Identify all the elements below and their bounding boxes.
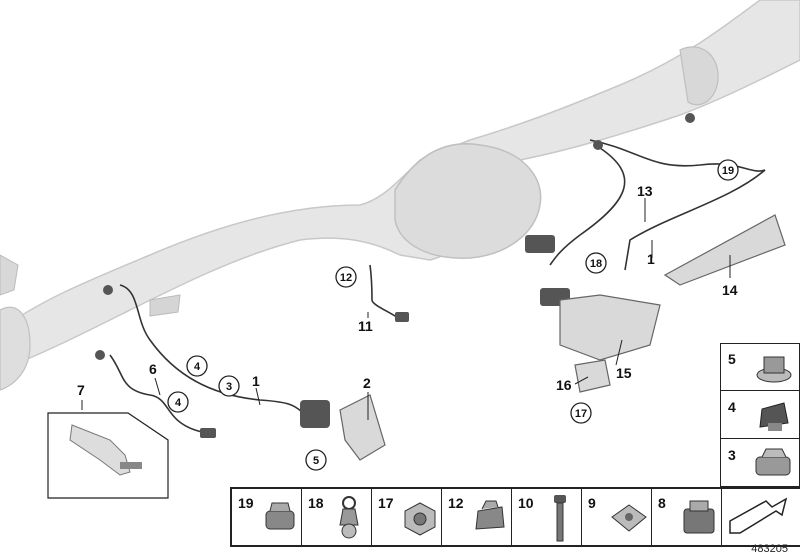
callout-1: 1 bbox=[252, 373, 260, 389]
mounting-brackets bbox=[339, 214, 786, 461]
callout-11: 11 bbox=[358, 318, 373, 334]
arrow-cell bbox=[721, 488, 800, 546]
parts-strip: 19 18 17 12 10 9 8 bbox=[230, 487, 800, 547]
part-label-19: 19 bbox=[238, 495, 254, 511]
sensor-connectors bbox=[95, 113, 695, 438]
connector-holder-icon bbox=[683, 500, 715, 534]
cable-clip-small-icon bbox=[759, 402, 789, 431]
part-cell-9: 9 bbox=[581, 488, 652, 546]
cable-clip-icon bbox=[475, 500, 505, 530]
callout-15: 15 bbox=[616, 365, 632, 381]
callout-circle-12: 12 bbox=[335, 266, 357, 288]
svg-text:3: 3 bbox=[226, 381, 232, 393]
nut-icon bbox=[756, 356, 792, 383]
callout-circle-3: 3 bbox=[218, 375, 240, 397]
push-clip-icon bbox=[339, 496, 359, 539]
svg-text:19: 19 bbox=[722, 165, 734, 177]
sensor-cables bbox=[109, 139, 766, 434]
side-cell-3: 3 bbox=[720, 439, 800, 487]
callout-16: 16 bbox=[556, 377, 572, 393]
part-label-9: 9 bbox=[588, 495, 596, 511]
svg-text:4: 4 bbox=[175, 397, 182, 409]
part-cell-12: 12 bbox=[441, 488, 512, 546]
direction-arrow-icon bbox=[729, 497, 788, 534]
callout-circle-4b: 4 bbox=[167, 391, 189, 413]
side-cell-5: 5 bbox=[720, 343, 800, 391]
callout-1b: 1 bbox=[647, 251, 655, 267]
document-number: 483205 bbox=[751, 543, 788, 555]
part-label-8: 8 bbox=[658, 495, 666, 511]
callout-circle-18: 18 bbox=[585, 252, 607, 274]
callout-circle-17: 17 bbox=[570, 402, 592, 424]
part-label-10: 10 bbox=[518, 495, 534, 511]
svg-text:18: 18 bbox=[590, 258, 602, 270]
part-cell-18: 18 bbox=[301, 488, 372, 546]
hex-nut-icon bbox=[404, 502, 436, 536]
clip-icon bbox=[265, 502, 295, 530]
callout-13: 13 bbox=[637, 183, 653, 199]
part-cell-19: 19 bbox=[231, 488, 302, 546]
callout-circle-5: 5 bbox=[305, 449, 327, 471]
callout-6: 6 bbox=[149, 361, 157, 377]
callout-circle-4a: 4 bbox=[186, 355, 208, 377]
svg-text:12: 12 bbox=[340, 272, 352, 284]
part-label-18: 18 bbox=[308, 495, 324, 511]
callout-7: 7 bbox=[77, 382, 85, 398]
side-label-5: 5 bbox=[728, 351, 736, 367]
part-cell-17: 17 bbox=[371, 488, 442, 546]
detail-box-7 bbox=[47, 412, 169, 499]
clip-nut-icon bbox=[611, 504, 647, 532]
bolt-icon bbox=[554, 495, 566, 542]
side-label-4: 4 bbox=[728, 399, 736, 415]
part-cell-8: 8 bbox=[651, 488, 722, 546]
svg-text:17: 17 bbox=[575, 408, 587, 420]
part-cell-10: 10 bbox=[511, 488, 582, 546]
leader-lines bbox=[81, 198, 731, 420]
svg-text:4: 4 bbox=[194, 361, 201, 373]
part-label-12: 12 bbox=[448, 495, 464, 511]
plain-callouts: 1 1 2 6 7 11 13 14 15 16 bbox=[77, 183, 738, 398]
part-label-17: 17 bbox=[378, 495, 394, 511]
callout-circle-19: 19 bbox=[717, 159, 739, 181]
svg-text:5: 5 bbox=[313, 455, 319, 467]
callout-14: 14 bbox=[722, 282, 738, 298]
side-cell-4: 4 bbox=[720, 391, 800, 439]
side-label-3: 3 bbox=[728, 447, 736, 463]
callout-2: 2 bbox=[363, 375, 371, 391]
exhaust-pipe-assembly bbox=[0, 0, 800, 391]
double-clip-icon bbox=[755, 448, 791, 476]
